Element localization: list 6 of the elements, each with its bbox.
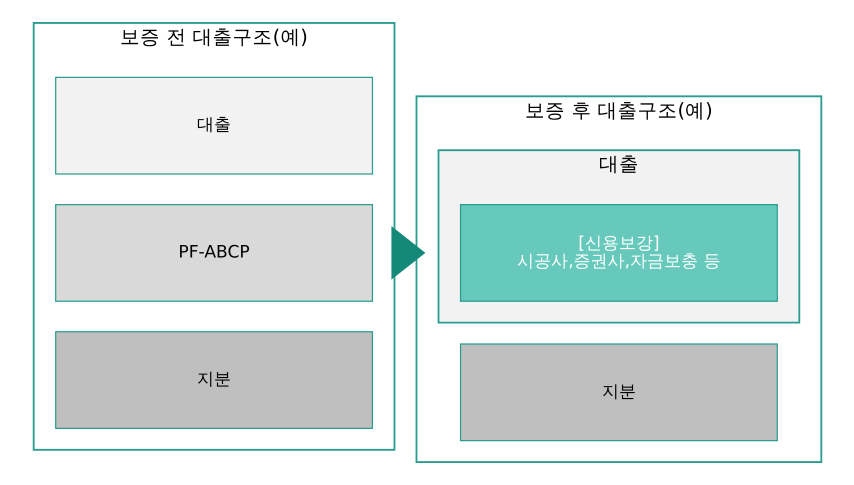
arrow xyxy=(390,226,425,280)
node-box: 대출 xyxy=(54,76,373,175)
node-box: 지분 xyxy=(459,343,778,442)
node-box: PF-ABCP xyxy=(54,204,373,302)
node-box: 지분 xyxy=(54,331,373,430)
node-box: [신용보강] 시공사,증권사,자금보충 등 xyxy=(459,204,778,302)
